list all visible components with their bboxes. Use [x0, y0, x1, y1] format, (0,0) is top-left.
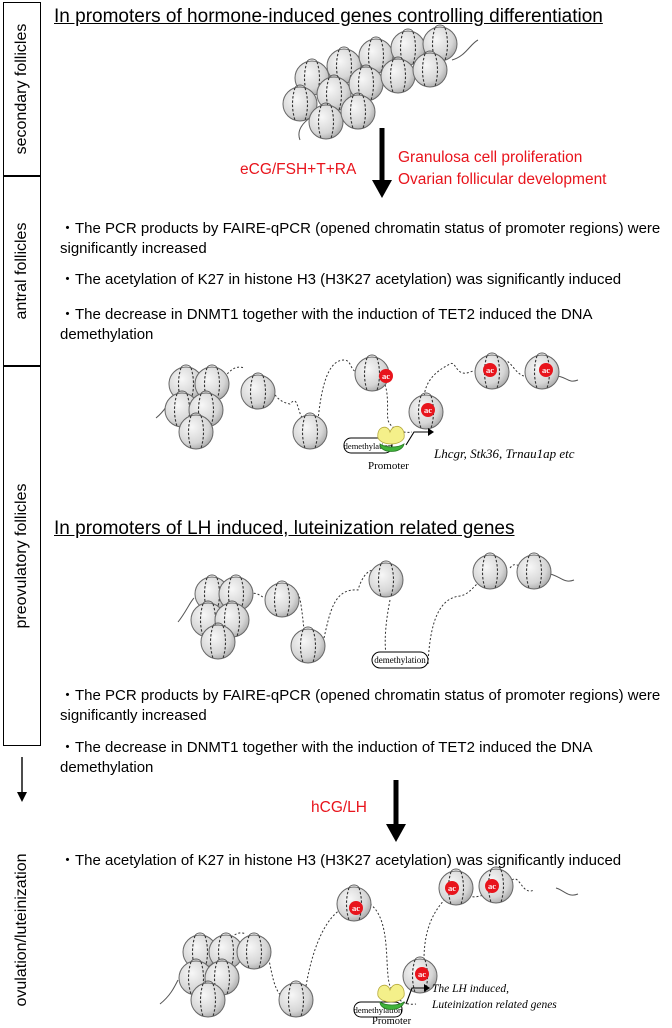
- bullet-acetylation-2: ・The acetylation of K27 in histone H3 (H…: [60, 852, 622, 869]
- stage-box-antral: antral follicles: [3, 176, 41, 366]
- chromatin-open-section2: demethylation: [177, 552, 575, 669]
- stage-box-secondary: secondary follicles: [3, 2, 41, 176]
- section2-heading: In promoters of LH induced, luteinizatio…: [54, 518, 515, 539]
- promoter-group-2: demethylation Promoter The LH induced, L…: [353, 983, 557, 1027]
- bullet-faire-2: ・The PCR products by FAIRE-qPCR (opened …: [60, 687, 661, 724]
- genes-label-2a: The LH induced,: [432, 983, 509, 995]
- bullet-faire-1: ・The PCR products by FAIRE-qPCR (opened …: [60, 220, 661, 257]
- down-arrow-2: [386, 780, 406, 842]
- genes-label-1: Lhcgr, Stk36, Trnau1ap etc: [433, 446, 575, 461]
- promoter-label-1: Promoter: [368, 460, 409, 472]
- section1-heading: In promoters of hormone-induced genes co…: [54, 6, 603, 27]
- promoter-group-1: demethylation Promoter Lhcgr, Stk36, Trn…: [343, 425, 575, 472]
- effect-label-2: Ovarian follicular development: [398, 171, 607, 188]
- bullet-dnmt1-2: ・The decrease in DNMT1 together with the…: [60, 739, 592, 776]
- genes-label-2b: Luteinization related genes: [431, 999, 557, 1011]
- chromatin-open-section1: [155, 352, 579, 450]
- svg-text:demethylation: demethylation: [344, 441, 393, 451]
- stage-box-preovulatory: preovulatory follicles: [3, 366, 41, 746]
- bullet-dnmt1-1: ・The decrease in DNMT1 together with the…: [60, 306, 592, 343]
- stage-arrow-ovulation: [17, 757, 27, 802]
- bullet-acetylation-1: ・The acetylation of K27 in histone H3 (H…: [60, 271, 622, 288]
- effect-label-1: Granulosa cell proliferation: [398, 149, 583, 166]
- chromatin-compact-top: [282, 24, 479, 141]
- treatment-label-2: hCG/LH: [311, 799, 367, 816]
- chromatin-acetylated-bottom: [159, 866, 579, 1018]
- promoter-label-2: Promoter: [372, 1016, 412, 1027]
- svg-text:demethylation: demethylation: [354, 1005, 403, 1015]
- down-arrow-1: [372, 128, 392, 198]
- treatment-label-1: eCG/FSH+T+RA: [240, 161, 357, 178]
- svg-text:demethylation: demethylation: [374, 655, 426, 665]
